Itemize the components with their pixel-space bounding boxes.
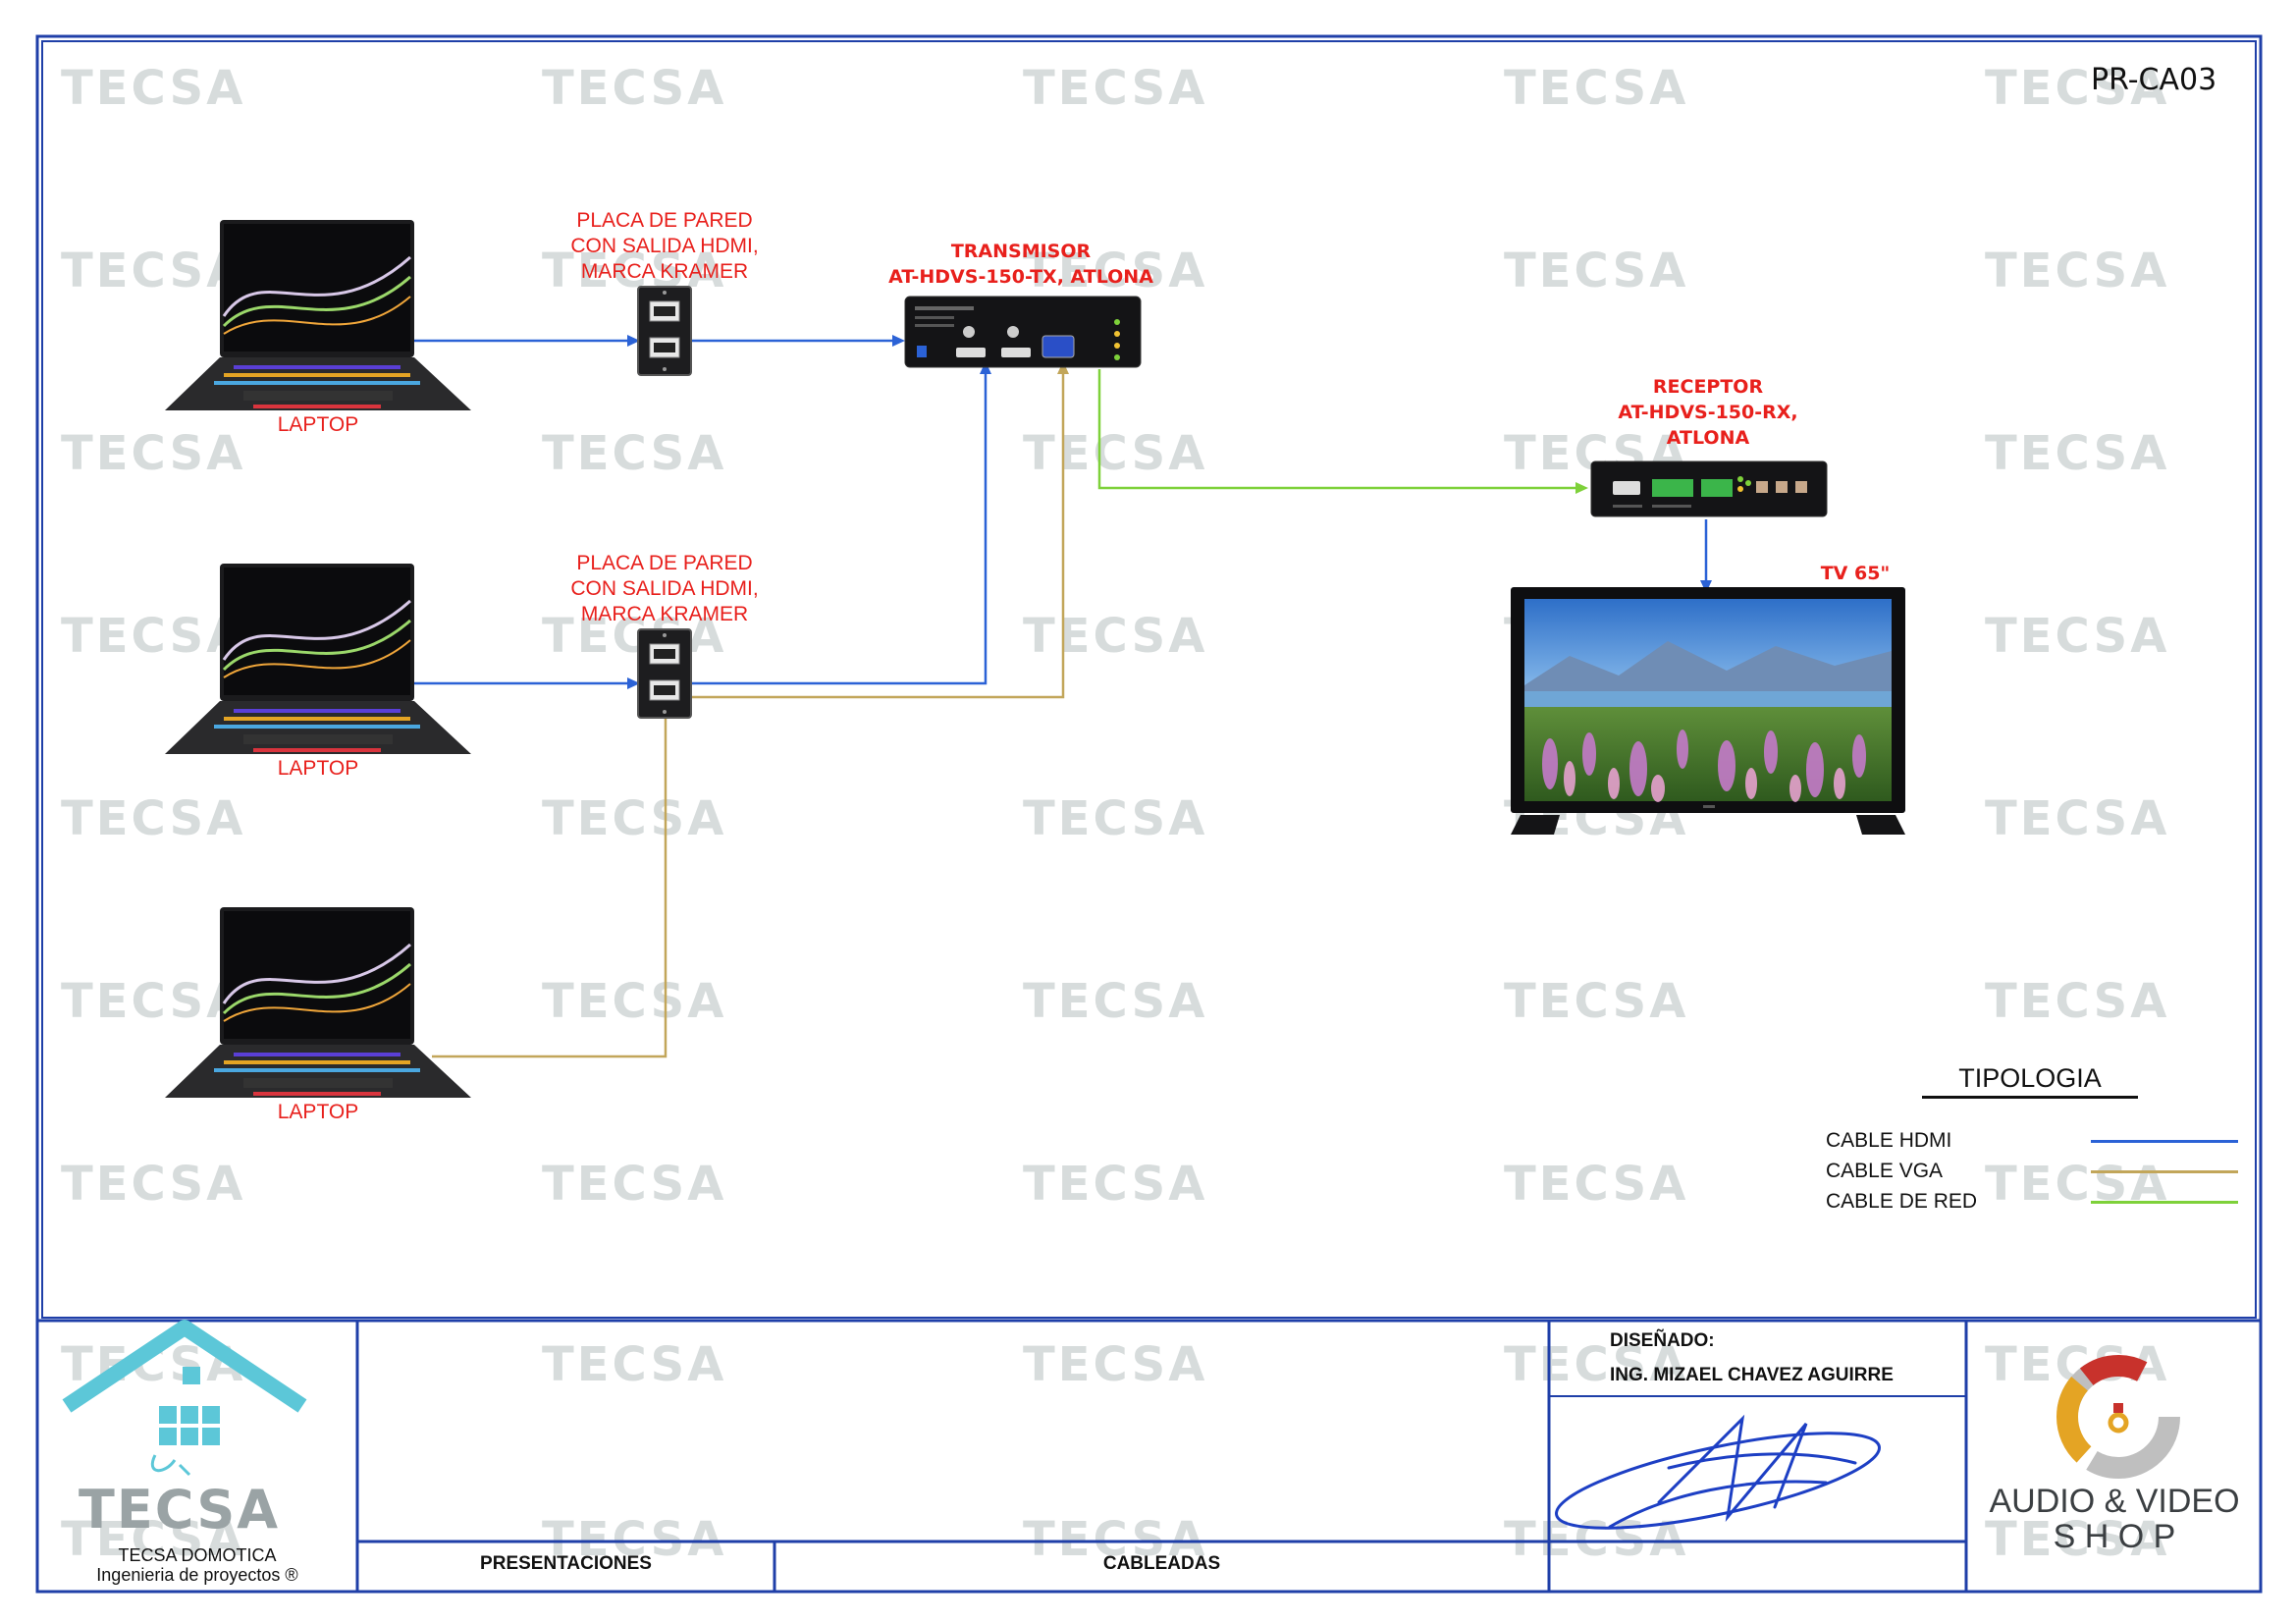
- tv-display: [1511, 587, 1905, 835]
- watermark-text: TECSA: [61, 243, 246, 298]
- network-arrowhead: [1575, 482, 1588, 494]
- wall-plate-0: [637, 286, 692, 376]
- watermark-text: TECSA: [61, 1157, 246, 1212]
- watermark-text: TECSA: [1985, 243, 2170, 298]
- legend: TIPOLOGIA: [1922, 1063, 2138, 1099]
- presentaciones-label: PRESENTACIONES: [480, 1553, 652, 1574]
- watermark-text: TECSA: [61, 609, 246, 664]
- transmitter-label: TRANSMISOR AT-HDVS-150-TX, ATLONA: [888, 241, 1153, 288]
- watermark-text: TECSA: [1023, 1337, 1208, 1392]
- watermark-text: TECSA: [1985, 61, 2170, 116]
- receiver-label: RECEPTOR AT-HDVS-150-RX, ATLONA: [1618, 376, 1798, 449]
- watermark-text: TECSA: [1023, 1512, 1208, 1567]
- tecsa-logo-image: [62, 1320, 307, 1477]
- legend-line-vga: [2091, 1170, 2238, 1173]
- watermark-text: TECSA: [1504, 1157, 1689, 1212]
- wall-plate-label-1: PLACA DE PARED CON SALIDA HDMI, MARCA KR…: [570, 552, 759, 625]
- watermark-text: TECSA: [1504, 61, 1689, 116]
- brand-line2: S H O P: [2053, 1518, 2176, 1555]
- wall-plate-label-0: PLACA DE PARED CON SALIDA HDMI, MARCA KR…: [570, 209, 759, 283]
- designer-name: ING. MIZAEL CHAVEZ AGUIRRE: [1610, 1365, 1894, 1385]
- hdmi-cables: [412, 339, 1708, 685]
- wall-plate-1: [637, 628, 692, 719]
- vga-cables: [432, 371, 1065, 1058]
- watermark-text: TECSA: [1023, 243, 1208, 298]
- sheet-code: PR-CA03: [2091, 63, 2217, 97]
- watermark-text: TECSA: [542, 243, 727, 298]
- tecsa-logo-text: TECSA: [79, 1479, 281, 1541]
- watermark-text: TECSA: [1985, 974, 2170, 1029]
- watermark-text: TECSA: [61, 1512, 246, 1567]
- watermark-text: TECSA: [1023, 426, 1208, 481]
- watermark-text: TECSA: [542, 791, 727, 846]
- watermark-text: TECSA: [1023, 61, 1208, 116]
- network-cable: [1097, 369, 1578, 490]
- watermark-text: TECSA: [61, 974, 246, 1029]
- watermark-text: TECSA: [1985, 1512, 2170, 1567]
- watermark-text: TECSA: [1023, 609, 1208, 664]
- legend-item-vga: CABLE VGA: [1826, 1160, 1944, 1182]
- watermark-text: TECSA: [1504, 974, 1689, 1029]
- watermark-text: TECSA: [542, 609, 727, 664]
- audio-video-shop-logo-icon: [2056, 1355, 2180, 1479]
- outer-frame: [35, 34, 2263, 1594]
- watermark-text: TECSA: [1985, 791, 2170, 846]
- watermark-text: TECSA: [61, 426, 246, 481]
- legend-line-hdmi: [2091, 1140, 2238, 1143]
- watermark-text: TECSA: [1985, 426, 2170, 481]
- watermark-text: TECSA: [1023, 974, 1208, 1029]
- company-info: TECSA DOMOTICA Ingenieria de proyectos ®: [96, 1545, 298, 1585]
- legend-title: TIPOLOGIA: [1922, 1063, 2138, 1099]
- watermark-text: TECSA: [542, 1337, 727, 1392]
- laptop-label-1: LAPTOP: [277, 757, 359, 780]
- receiver-device: [1590, 460, 1828, 517]
- cableadas-label: CABLEADAS: [1102, 1553, 1221, 1574]
- watermark-text: TECSA: [61, 61, 246, 116]
- watermark-text: TECSA: [1023, 791, 1208, 846]
- laptop-label-0: LAPTOP: [277, 413, 359, 436]
- watermark-text: TECSA: [1504, 243, 1689, 298]
- watermark-text: TECSA: [542, 61, 727, 116]
- designer-signature: [1555, 1414, 1881, 1530]
- transmitter-device: [904, 296, 1142, 368]
- drawing-frame: [41, 40, 2257, 1319]
- legend-line-network: [2091, 1201, 2238, 1204]
- tv-label: TV 65": [1820, 563, 1891, 584]
- brand-line1: AUDIO & VIDEO: [1989, 1483, 2240, 1520]
- watermark-text: TECSA: [1504, 1337, 1689, 1392]
- designed-label: DISEÑADO:: [1610, 1330, 1715, 1351]
- watermark-text: TECSA: [1985, 609, 2170, 664]
- laptop-label-2: LAPTOP: [277, 1101, 359, 1123]
- laptop-image-0: [165, 220, 471, 410]
- watermark-text: TECSA: [542, 974, 727, 1029]
- watermark-text: TECSA: [1023, 1157, 1208, 1212]
- watermark-text: TECSA: [542, 1512, 727, 1567]
- watermark-text: TECSA: [1504, 1512, 1689, 1567]
- laptop-image-2: [165, 907, 471, 1098]
- legend-item-network: CABLE DE RED: [1826, 1190, 1978, 1213]
- watermark-text: TECSA: [61, 791, 246, 846]
- legend-item-hdmi: CABLE HDMI: [1826, 1129, 1952, 1152]
- laptop-image-1: [165, 564, 471, 754]
- watermark-text: TECSA: [542, 426, 727, 481]
- watermark-text: TECSA: [542, 1157, 727, 1212]
